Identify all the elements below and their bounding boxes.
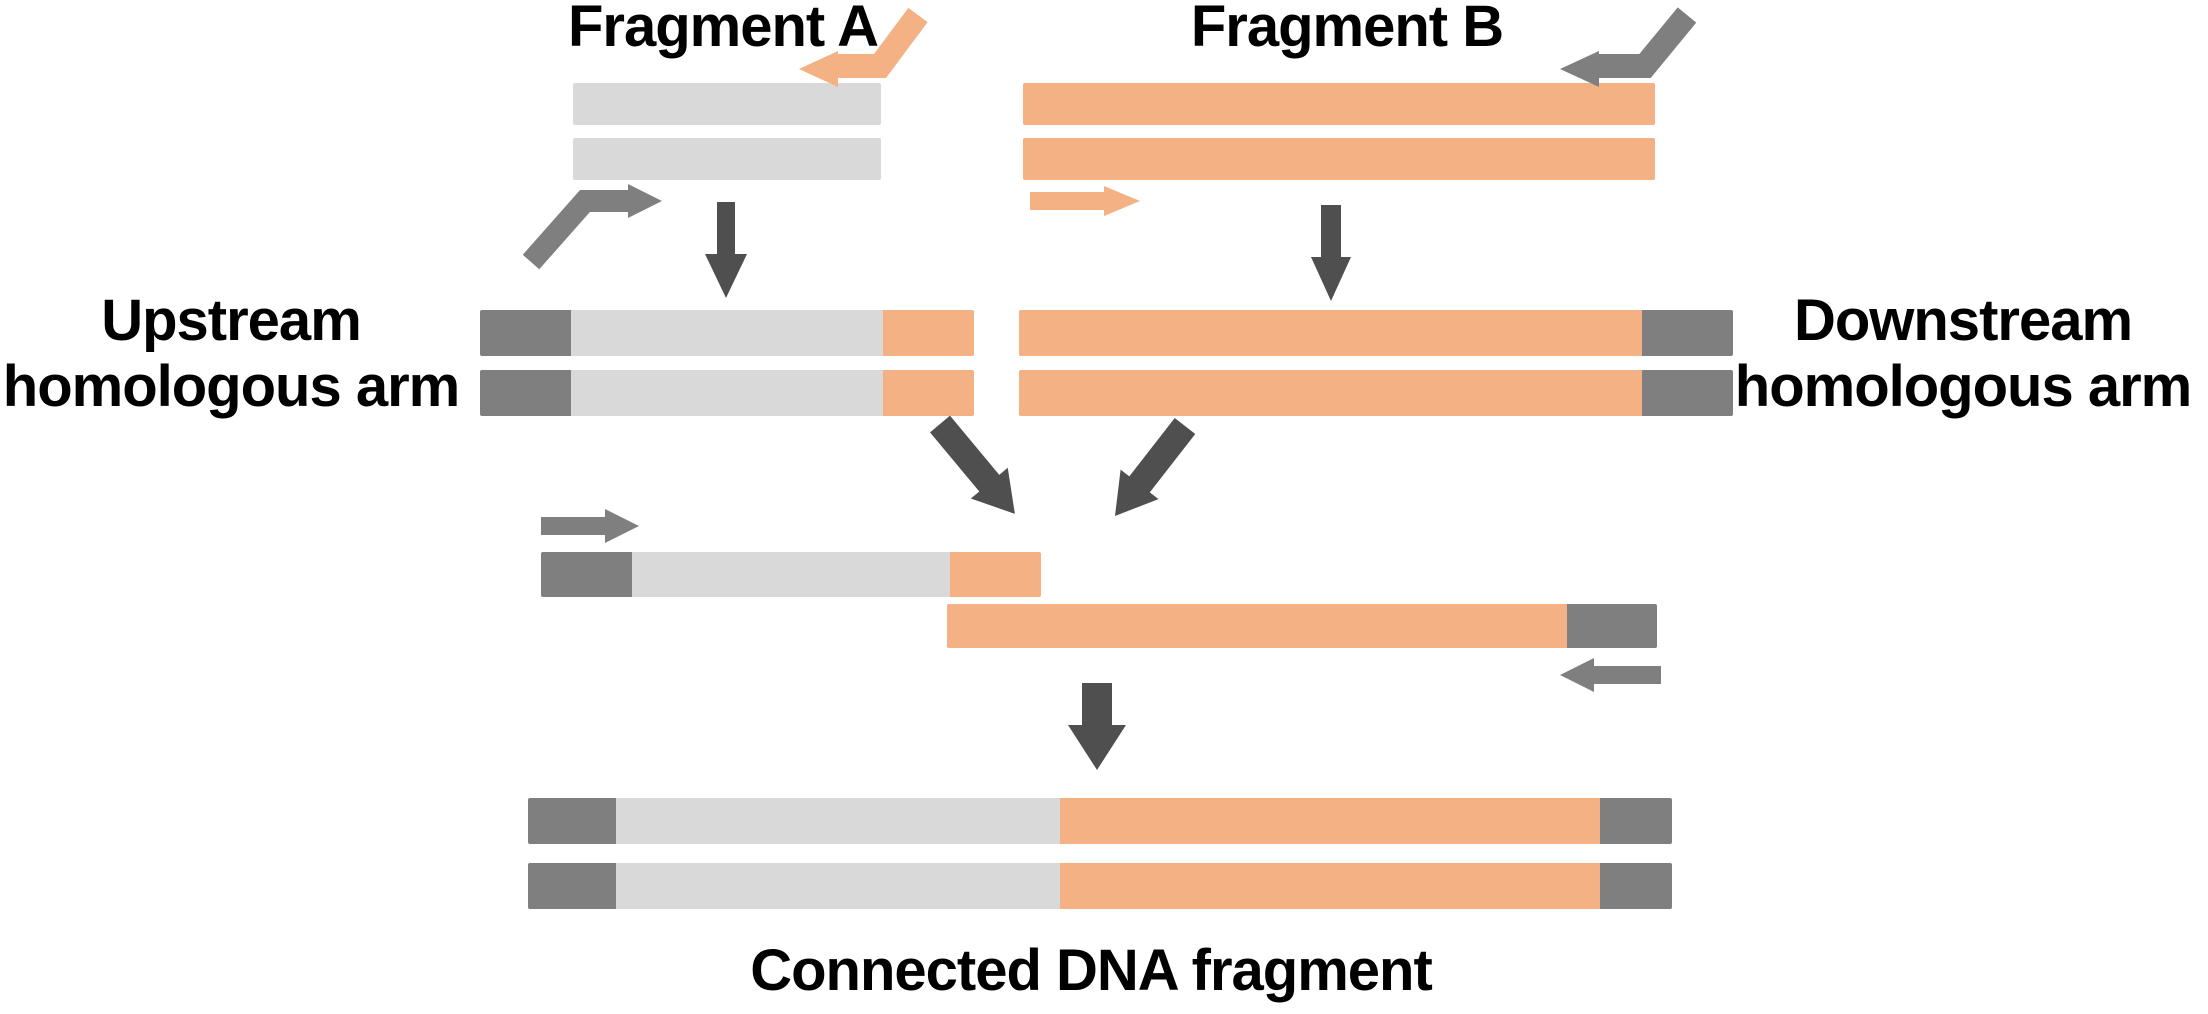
- upstream-arm-top-strand: [480, 310, 974, 356]
- connected-fragment-top-strand: [528, 798, 1672, 844]
- down-arrow-icon: [1311, 205, 1351, 301]
- fragment-b-top-strand: [1023, 83, 1655, 125]
- fragment-b-bottom-strand: [1023, 138, 1655, 180]
- annealing-upper-strand: [541, 552, 1041, 597]
- downstream-arm-segment: [1642, 310, 1733, 356]
- annealing-lower-strand: [947, 604, 1657, 648]
- upstream-arm-label: Upstream homologous arm: [0, 288, 471, 420]
- downstream-arm-label: Downstream homologous arm: [1723, 288, 2203, 420]
- downstream-arm-segment: [1600, 798, 1672, 844]
- upstream-arm-bottom-strand: [480, 370, 974, 416]
- downstream-arm-segment: [1567, 604, 1657, 648]
- fragment-a-top-strand: [573, 83, 881, 125]
- orange-primer-arrow-icon: [1030, 186, 1140, 216]
- fragment-b-sequence-segment: [1060, 798, 1600, 844]
- gray-bent-primer-arrow-icon: [1560, 7, 1697, 87]
- downstream-arm-segment: [1642, 370, 1733, 416]
- fragment-a-sequence-segment: [571, 370, 883, 416]
- gray-primer-arrow-left-icon: [1560, 658, 1661, 692]
- fragment-a-sequence-segment: [571, 310, 883, 356]
- upstream-arm-segment: [528, 798, 616, 844]
- fragment-b-sequence-segment: [1019, 370, 1642, 416]
- fragment-b-sequence-segment: [1023, 83, 1655, 125]
- diagonal-down-left-arrow-icon: [1114, 418, 1196, 516]
- fragment-a-sequence-segment: [632, 552, 950, 597]
- downstream-arm-segment: [1600, 863, 1672, 909]
- connected-fragment-bottom-strand: [528, 863, 1672, 909]
- overlap-segment: [883, 370, 974, 416]
- upstream-arm-label-line2: homologous arm: [2, 354, 460, 419]
- fragment-b-sequence-segment: [1019, 310, 1642, 356]
- gray-primer-arrow-right-icon: [541, 509, 639, 543]
- fragment-a-sequence-segment: [573, 138, 881, 180]
- overlap-segment: [950, 552, 1041, 597]
- downstream-arm-label-line2: homologous arm: [1734, 354, 2192, 419]
- upstream-arm-label-line1: Upstream: [101, 288, 362, 353]
- fragment-b-title: Fragment B: [1190, 0, 1504, 59]
- upstream-arm-segment: [480, 370, 571, 416]
- fragment-a-sequence-segment: [616, 863, 1060, 909]
- upstream-arm-segment: [480, 310, 571, 356]
- fragment-a-sequence-segment: [573, 83, 881, 125]
- fragment-a-title: Fragment A: [567, 0, 879, 59]
- fragment-a-sequence-segment: [616, 798, 1060, 844]
- diagonal-down-right-arrow-icon: [930, 415, 1015, 514]
- downstream-arm-bottom-strand: [1019, 370, 1733, 416]
- upstream-arm-segment: [528, 863, 616, 909]
- fragment-b-sequence-segment: [1060, 863, 1600, 909]
- upstream-arm-segment: [541, 552, 632, 597]
- downstream-arm-label-line1: Downstream: [1793, 288, 2133, 353]
- fragment-a-bottom-strand: [573, 138, 881, 180]
- down-arrow-icon: [705, 202, 747, 298]
- fragment-b-sequence-segment: [1023, 138, 1655, 180]
- connected-fragment-label: Connected DNA fragment: [750, 938, 1433, 1003]
- gray-bent-primer-arrow-icon: [522, 184, 662, 270]
- orange-bent-primer-arrow-icon: [799, 7, 928, 87]
- fragment-b-sequence-segment: [947, 604, 1567, 648]
- downstream-arm-top-strand: [1019, 310, 1733, 356]
- overlap-segment: [883, 310, 974, 356]
- down-arrow-icon: [1068, 683, 1126, 770]
